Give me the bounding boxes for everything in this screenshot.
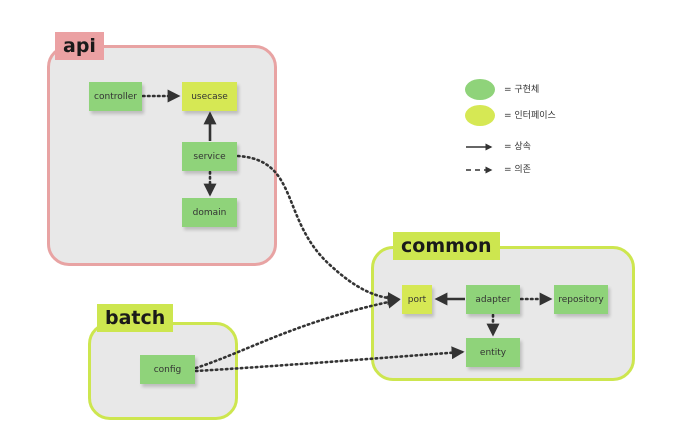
legend-interface-swatch [465,105,495,126]
edge-service-port [236,154,401,306]
legend-implementation-label: = 구현체 [504,85,540,95]
service-node[interactable]: service [182,142,237,171]
controller-node[interactable]: controller [89,82,142,111]
repository-node[interactable]: repository [554,285,608,314]
api-module-tag: api [55,32,104,60]
edge-config-port [194,295,401,370]
usecase-node[interactable]: usecase [182,82,237,111]
config-node[interactable]: config [140,355,195,384]
legend-inheritance-label: = 상속 [504,142,531,152]
legend-implementation-swatch [465,79,495,100]
common-module-tag: common [393,232,500,260]
entity-node[interactable]: entity [466,338,520,367]
port-node[interactable]: port [402,285,432,314]
batch-module-tag: batch [97,304,174,332]
edge-config-entity [194,346,465,373]
adapter-node[interactable]: adapter [466,285,520,314]
domain-node[interactable]: domain [182,198,237,227]
legend-interface-label: = 인터페이스 [504,111,556,121]
legend-dependency-label: = 의존 [504,165,531,175]
